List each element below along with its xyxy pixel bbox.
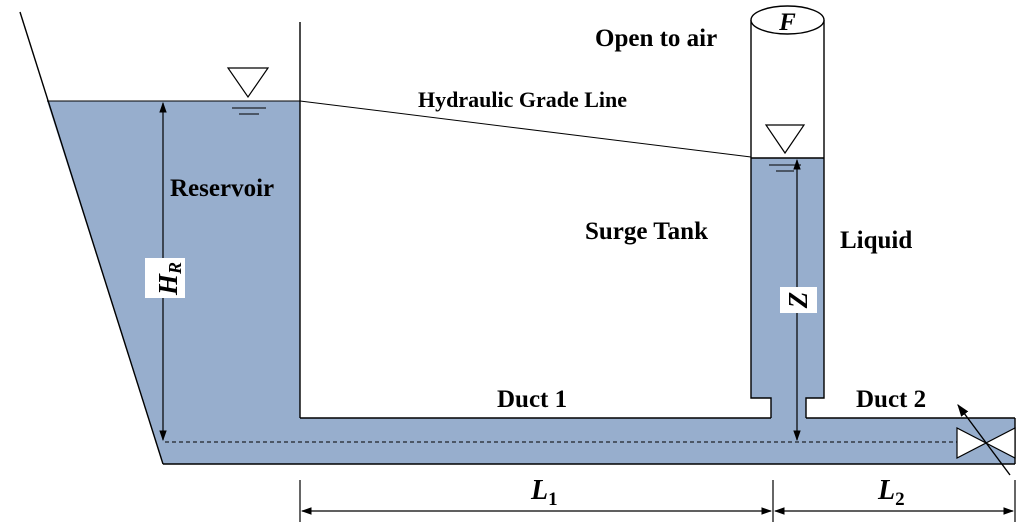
reservoir-slanted-wall: [19, 11, 164, 465]
l2-label: L2: [877, 475, 905, 510]
reservoir-surface-symbol-icon: [226, 67, 270, 115]
liquid-label: Liquid: [840, 227, 912, 254]
surge-tank-label: Surge Tank: [585, 218, 708, 245]
liquid-body: [47, 101, 1015, 464]
z-label: Z: [783, 292, 813, 310]
duct2-label: Duct 2: [856, 386, 926, 413]
duct1-label: Duct 1: [497, 386, 567, 413]
reservoir-label: Reservoir: [170, 175, 274, 202]
l1-label: L1: [530, 475, 558, 510]
hr-label: HR: [153, 262, 185, 296]
hydraulic-grade-line-label: Hydraulic Grade Line: [418, 87, 627, 112]
open-to-air-label: Open to air: [595, 25, 717, 52]
surge-tank-wall: [750, 20, 825, 418]
surge-tank-top-opening: [750, 5, 825, 35]
valve-icon: [956, 403, 1016, 476]
hydraulic-grade-line: [299, 100, 752, 158]
tank-top-label: F: [778, 9, 796, 36]
